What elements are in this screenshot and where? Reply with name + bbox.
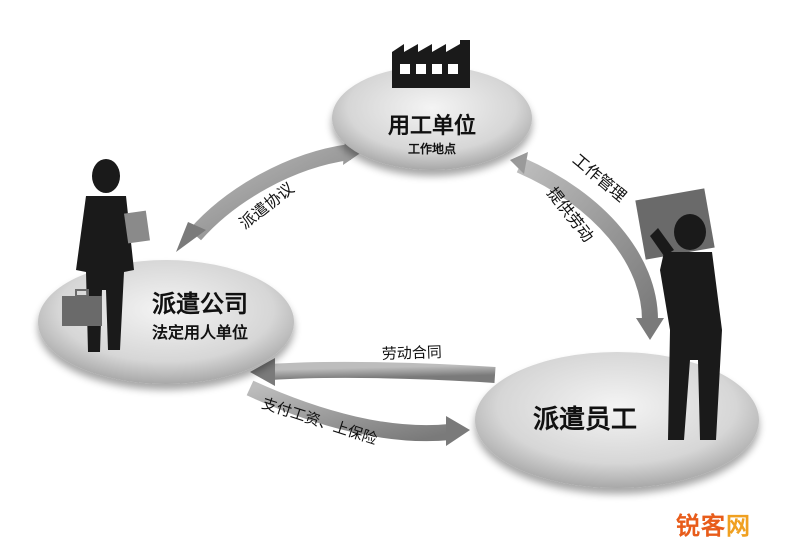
watermark-part1: 锐客 [676, 512, 726, 540]
agency-title: 派遣公司 [152, 290, 248, 318]
worker-icon [635, 188, 722, 440]
arrow-employer-to-worker [510, 152, 664, 340]
factory-icon [392, 40, 470, 88]
arrow-pay-wages [246, 380, 470, 446]
employer-subtitle: 工作地点 [408, 141, 456, 156]
watermark-part2: 网 [726, 512, 751, 540]
agency-node [38, 260, 294, 384]
arrow-dispatch-agreement [176, 140, 362, 252]
worker-title: 派遣员工 [533, 405, 637, 435]
employer-title: 用工单位 [388, 113, 476, 139]
agency-subtitle: 法定用人单位 [152, 323, 248, 342]
arrow-labor-contract [250, 358, 496, 386]
label-labor-contract: 劳动合同 [382, 343, 443, 363]
employer-node [332, 66, 532, 170]
watermark-logo: 锐客网 [676, 506, 796, 544]
businessman-icon [62, 159, 150, 352]
